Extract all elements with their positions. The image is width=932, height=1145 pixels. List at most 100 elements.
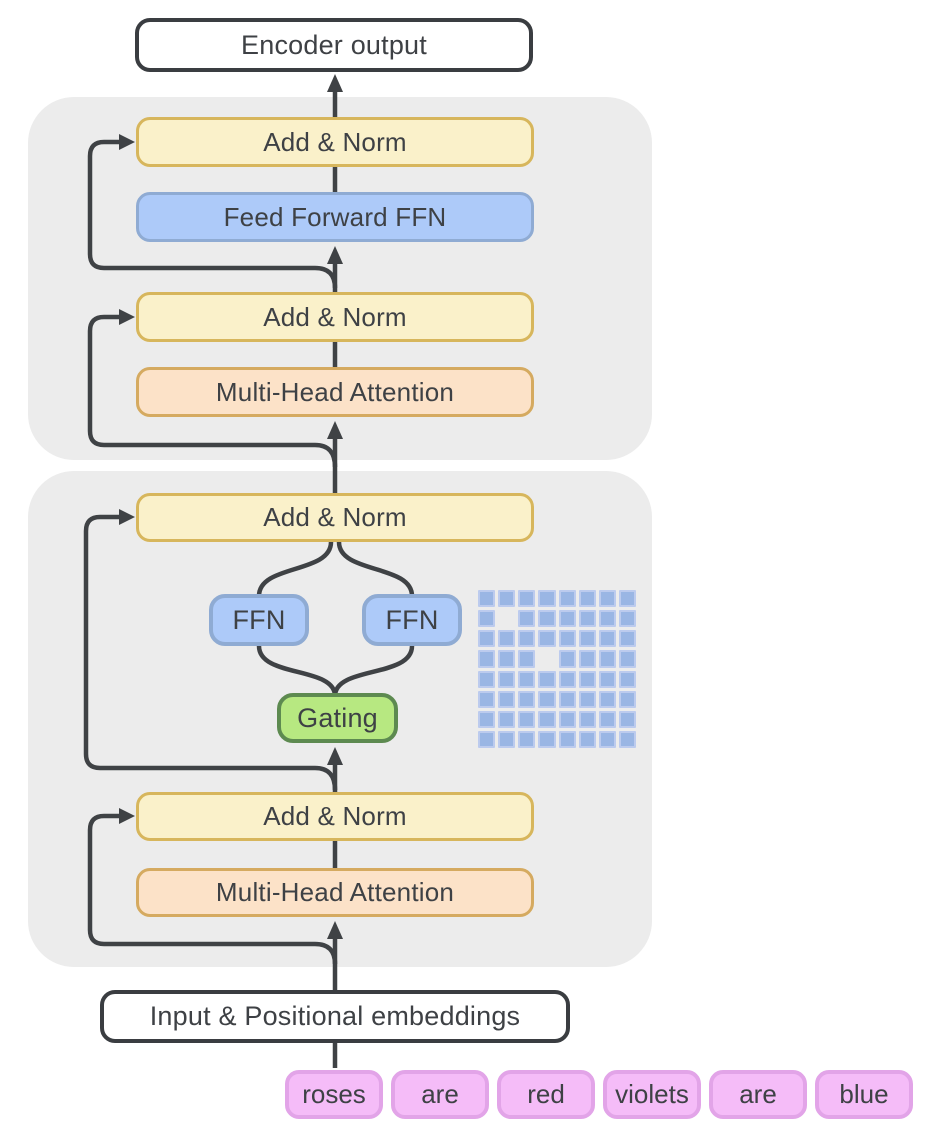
- expert-grid-cell: [498, 710, 516, 728]
- expert-grid-cell: [518, 730, 536, 748]
- expert-grid-cell: [618, 590, 636, 608]
- token: are: [709, 1070, 807, 1119]
- residual-connection-moe: [83, 514, 338, 791]
- token: blue: [815, 1070, 913, 1119]
- branch-addnorm3-to-ffn-left: [256, 541, 334, 597]
- add-norm-box-2: Add & Norm: [136, 292, 534, 342]
- expert-grid-cell: [478, 690, 496, 708]
- arrowhead-into-encoder-output: [327, 74, 343, 92]
- expert-grid-cell: [558, 630, 576, 648]
- expert-grid-cell: [518, 710, 536, 728]
- expert-grid-cell: [618, 710, 636, 728]
- expert-grid-cell: [518, 590, 536, 608]
- expert-grid-cell: [518, 650, 536, 668]
- expert-grid-cell: [578, 690, 596, 708]
- expert-grid-cell: [478, 730, 496, 748]
- expert-grid-cell: [538, 670, 556, 688]
- input-embeddings-box: Input & Positional embeddings: [100, 990, 570, 1043]
- feed-forward-box: Feed Forward FFN: [136, 192, 534, 242]
- expert-grid-cell: [618, 630, 636, 648]
- expert-grid-cell: [498, 590, 516, 608]
- expert-grid-cell: [538, 590, 556, 608]
- expert-grid-cell: [478, 630, 496, 648]
- expert-grid-cell: [578, 610, 596, 628]
- expert-grid-cell: [478, 590, 496, 608]
- expert-grid-cell: [538, 630, 556, 648]
- expert-grid-cell: [498, 690, 516, 708]
- expert-grid-cell: [538, 710, 556, 728]
- expert-grid-cell: [478, 650, 496, 668]
- residual-connection-ffn-top: [87, 139, 338, 289]
- expert-grid-cell: [618, 670, 636, 688]
- expert-grid-cell: [598, 610, 616, 628]
- token: roses: [285, 1070, 383, 1119]
- multi-head-attention-box-2: Multi-Head Attention: [136, 868, 534, 917]
- expert-grid-cell: [478, 610, 496, 628]
- expert-grid-cell: [538, 730, 556, 748]
- expert-grid-cell: [578, 650, 596, 668]
- expert-grid-cell: [478, 670, 496, 688]
- expert-grid-cell: [478, 710, 496, 728]
- arrowhead-into-gating: [327, 747, 343, 765]
- expert-grid-cell: [578, 710, 596, 728]
- expert-grid-cell: [618, 690, 636, 708]
- expert-grid-cell: [558, 590, 576, 608]
- token: violets: [603, 1070, 701, 1119]
- residual-connection-mha2: [87, 813, 338, 965]
- expert-grid-cell: [498, 630, 516, 648]
- expert-grid-cell: [558, 690, 576, 708]
- expert-ffn-box-right: FFN: [362, 594, 462, 646]
- expert-grid-cell: [498, 650, 516, 668]
- add-norm-box-1: Add & Norm: [136, 117, 534, 167]
- expert-grid-cell: [598, 730, 616, 748]
- expert-grid-cell: [518, 630, 536, 648]
- expert-grid-cell: [538, 690, 556, 708]
- encoder-output-box: Encoder output: [135, 18, 533, 72]
- expert-grid: [478, 590, 636, 748]
- expert-grid-cell: [618, 730, 636, 748]
- branch-addnorm3-to-ffn-right: [336, 541, 415, 597]
- expert-grid-cell: [558, 670, 576, 688]
- expert-grid-cell: [558, 610, 576, 628]
- token: red: [497, 1070, 595, 1119]
- expert-grid-cell: [538, 610, 556, 628]
- expert-grid-cell: [578, 630, 596, 648]
- expert-grid-cell: [598, 690, 616, 708]
- add-norm-box-4: Add & Norm: [136, 792, 534, 841]
- expert-grid-cell: [558, 730, 576, 748]
- expert-grid-cell: [598, 670, 616, 688]
- expert-grid-cell: [518, 610, 536, 628]
- expert-grid-cell: [578, 590, 596, 608]
- expert-grid-cell: [518, 670, 536, 688]
- multi-head-attention-box-1: Multi-Head Attention: [136, 367, 534, 417]
- arrowhead-into-addnorm4: [119, 808, 135, 824]
- arrowhead-into-mha2: [327, 921, 343, 939]
- expert-grid-cell: [498, 730, 516, 748]
- expert-grid-cell: [618, 610, 636, 628]
- expert-grid-cell: [558, 650, 576, 668]
- expert-grid-cell: [578, 730, 596, 748]
- expert-grid-cell: [598, 650, 616, 668]
- gating-box: Gating: [277, 693, 398, 743]
- token: are: [391, 1070, 489, 1119]
- add-norm-box-3: Add & Norm: [136, 493, 534, 542]
- arrowhead-into-addnorm3: [119, 509, 135, 525]
- expert-ffn-box-left: FFN: [209, 594, 309, 646]
- arrowhead-into-addnorm2: [119, 309, 135, 325]
- expert-grid-cell: [558, 710, 576, 728]
- arrowhead-into-mha1: [327, 421, 343, 439]
- expert-grid-cell: [598, 590, 616, 608]
- arrowhead-into-feed-forward: [327, 246, 343, 264]
- expert-grid-cell: [598, 630, 616, 648]
- expert-grid-cell: [518, 690, 536, 708]
- branch-ffn-left-to-gating: [256, 645, 338, 697]
- residual-connection-mha1: [87, 314, 338, 468]
- expert-grid-cell: [618, 650, 636, 668]
- expert-grid-cell: [498, 670, 516, 688]
- arrowhead-into-addnorm1: [119, 134, 135, 150]
- branch-ffn-right-to-gating: [332, 645, 415, 697]
- expert-grid-cell: [598, 710, 616, 728]
